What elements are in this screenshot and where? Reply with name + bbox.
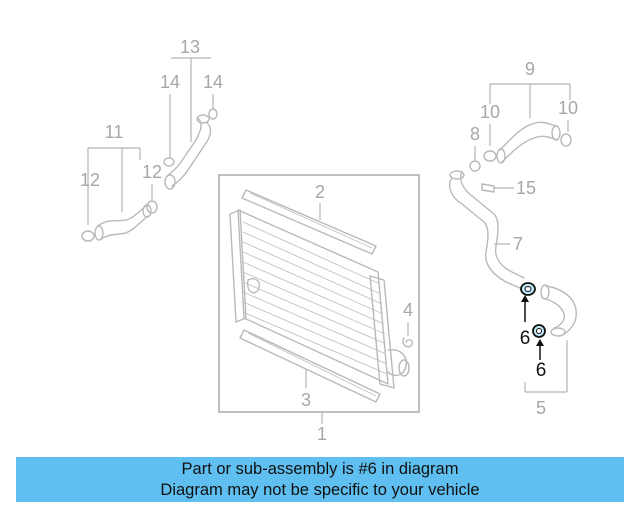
callout-6-lower[interactable]: 6 — [536, 360, 547, 381]
hose-9-top — [499, 121, 557, 151]
clamp-14-left — [163, 157, 175, 167]
leader-9 — [489, 83, 571, 118]
callout-2[interactable]: 2 — [315, 182, 325, 202]
cooler-fins — [242, 221, 388, 375]
hose-11-top — [97, 205, 147, 227]
hose-9-bottom — [501, 135, 559, 163]
arrow-6-upper-head — [521, 295, 529, 302]
callout-5[interactable]: 5 — [536, 398, 546, 418]
clip-4 — [402, 337, 414, 348]
hose-9-end-left — [496, 148, 506, 164]
callout-12-left[interactable]: 12 — [80, 170, 100, 190]
pipe-7-inner — [460, 171, 525, 279]
hose-13-outer — [171, 121, 212, 187]
callout-4[interactable]: 4 — [403, 300, 413, 320]
assembly-frame-1 — [218, 174, 420, 413]
clamp-12-left — [81, 230, 95, 242]
hose-11-end-right — [142, 204, 152, 218]
hose-13-inner — [166, 117, 202, 177]
callout-15[interactable]: 15 — [516, 178, 536, 198]
hose-11-end-left — [94, 225, 104, 241]
leader-11 — [87, 147, 141, 225]
leader-5 — [524, 340, 568, 393]
banner-line-part: Part or sub-assembly is #6 in diagram — [181, 460, 459, 478]
hose-9-end-right — [551, 125, 561, 141]
cooler-port — [246, 278, 260, 294]
hose-13-end-top — [196, 114, 210, 124]
clamp-10-right — [560, 133, 572, 147]
cooler-outlet-end — [398, 359, 410, 377]
hose-5-end-bottom — [550, 327, 566, 337]
arrow-6-lower-head — [536, 339, 544, 346]
seal-strip-bottom — [239, 329, 381, 403]
info-banner: Part or sub-assembly is #6 in diagram Di… — [16, 457, 624, 502]
hose-5-inner — [541, 297, 566, 329]
callout-13[interactable]: 13 — [180, 37, 200, 57]
parts-diagram: 13 14 14 11 12 12 1 — [80, 37, 578, 444]
callout-14-right[interactable]: 14 — [203, 72, 223, 92]
intercooler-group: 1 2 3 4 — [218, 174, 420, 444]
callout-1[interactable]: 1 — [317, 424, 327, 444]
clamp-12-right — [146, 200, 158, 214]
callout-10-right[interactable]: 10 — [558, 98, 578, 118]
callout-6-upper[interactable]: 6 — [520, 328, 531, 349]
callout-3[interactable]: 3 — [301, 390, 311, 410]
cooler-outlet — [387, 349, 407, 377]
hose-5-outer — [545, 285, 577, 337]
cooler-left-tank — [229, 209, 247, 323]
hose-11-bottom — [99, 215, 149, 241]
banner-line-disclaimer: Diagram may not be specific to your vehi… — [160, 481, 480, 499]
leader-13 — [171, 57, 211, 142]
callout-8[interactable]: 8 — [470, 124, 480, 144]
cooler-core — [237, 209, 389, 385]
pipe-7-end-top — [449, 170, 465, 180]
callout-11[interactable]: 11 — [105, 122, 124, 142]
callout-7[interactable]: 7 — [513, 234, 523, 254]
callout-12-right[interactable]: 12 — [142, 162, 162, 182]
right-hose-group: 9 10 10 8 15 7 5 — [448, 59, 578, 418]
left-hose-group: 13 14 14 11 12 12 — [80, 37, 223, 242]
cooler-right-tank — [369, 275, 395, 389]
clamp-10-left — [483, 150, 497, 162]
callout-14-left[interactable]: 14 — [160, 72, 180, 92]
callout-10-left[interactable]: 10 — [480, 102, 500, 122]
seal-strip-top — [241, 189, 377, 255]
pipe-7-outer — [448, 177, 521, 289]
clamp-14-right — [208, 108, 218, 120]
bracket-15 — [481, 183, 495, 193]
callout-9[interactable]: 9 — [525, 59, 535, 79]
hose-13-end-bottom — [164, 174, 176, 190]
clamp-8 — [469, 160, 481, 172]
hose-5-end-top — [540, 284, 550, 300]
